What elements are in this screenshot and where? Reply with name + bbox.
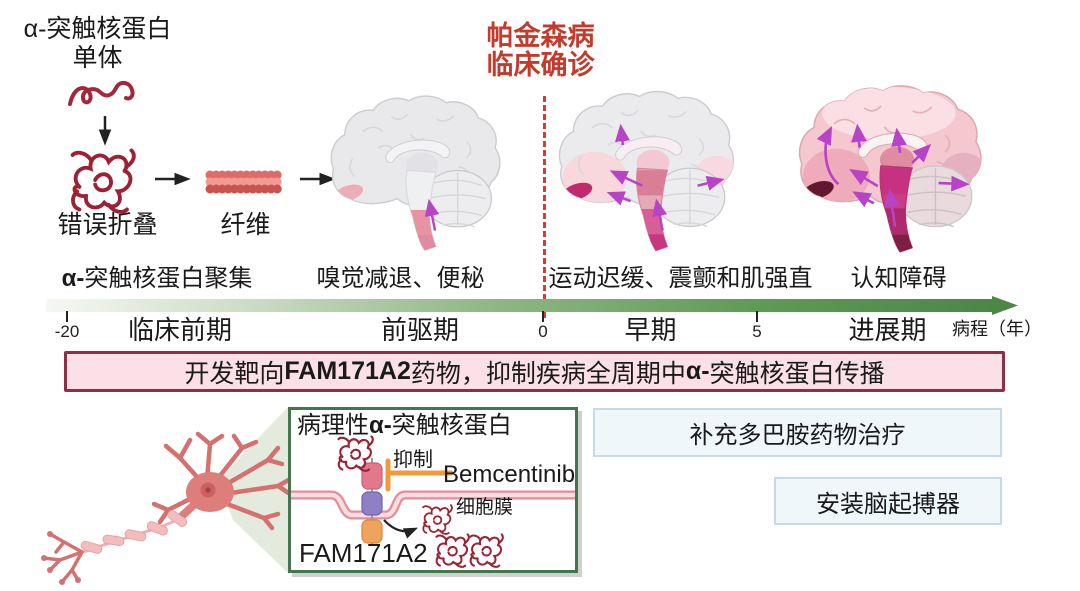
diagnosis-title-line1: 帕金森病 bbox=[486, 21, 595, 51]
tick-label-five: 5 bbox=[752, 322, 762, 341]
arrow-down-icon bbox=[98, 116, 112, 146]
tick-label-minus20: -20 bbox=[54, 322, 80, 341]
diagnosis-title: 帕金森病 临床确诊 bbox=[438, 22, 643, 80]
mechanism-inset-box: 病理性α-突触核蛋白 抑制 Bemcentinib 细胞膜 FAM171A2 bbox=[288, 407, 578, 573]
inhibit-label: 抑制 bbox=[393, 449, 433, 471]
spread-aggregate-icon bbox=[435, 533, 470, 568]
tick-label-zero: 0 bbox=[538, 322, 548, 341]
monomer-squiggle-icon bbox=[68, 81, 135, 106]
stage-prodromal: 前驱期 bbox=[380, 315, 459, 345]
treatment-dopamine-box: 补充多巴胺药物治疗 bbox=[593, 408, 1002, 457]
spread-arrows bbox=[424, 198, 440, 231]
neuron-illustration bbox=[41, 431, 295, 585]
tick-five bbox=[756, 311, 758, 322]
tick-zero bbox=[542, 311, 544, 322]
spread-arrows bbox=[606, 123, 725, 231]
release-arrow bbox=[383, 519, 419, 539]
brain-stage-advanced bbox=[786, 83, 1004, 265]
myelin-segments bbox=[80, 510, 188, 554]
drug-name: Bemcentinib bbox=[443, 461, 576, 488]
symptom-bold-prefix: α- bbox=[61, 265, 85, 292]
misfolded-label: 错误折叠 bbox=[57, 211, 158, 239]
timeline-arrow bbox=[46, 296, 1018, 315]
tick-minus20 bbox=[66, 311, 68, 322]
spread-aggregate-icon bbox=[422, 504, 453, 535]
fibril-label: 纤维 bbox=[220, 211, 271, 239]
membrane-label: 细胞膜 bbox=[456, 497, 514, 518]
brain-stage-early bbox=[554, 86, 748, 266]
misfolded-aggregate-icon bbox=[70, 148, 136, 214]
symptom-motor: 运动迟缓、震颤和肌强直 bbox=[548, 265, 813, 292]
receptor-ecto-domain bbox=[361, 462, 383, 490]
brain-stage-preclinical bbox=[326, 90, 514, 266]
diagnosis-dashed-line bbox=[543, 96, 546, 318]
axon-terminals bbox=[42, 532, 84, 584]
symptom-smell-constipation: 嗅觉减退、便秘 bbox=[316, 265, 485, 292]
monomer-label-line1: α-突触核蛋白 bbox=[23, 15, 172, 43]
treatment-dbs-box: 安装脑起搏器 bbox=[774, 477, 1002, 525]
diagnosis-title-line2: 临床确诊 bbox=[486, 50, 595, 80]
symptom-aggregation: α-突触核蛋白聚集 bbox=[61, 265, 253, 292]
spread-aggregate-icon bbox=[469, 533, 504, 568]
receptor-diagram bbox=[291, 435, 575, 568]
symptom-cognitive: 认知障碍 bbox=[850, 265, 947, 292]
arrow-right-icon bbox=[155, 172, 191, 186]
receptor-name: FAM171A2 bbox=[299, 538, 428, 568]
spread-arrows bbox=[816, 123, 970, 227]
cell-membrane bbox=[291, 490, 575, 520]
monomer-label-line2: 单体 bbox=[72, 44, 123, 72]
receptor-intra-domain bbox=[361, 519, 383, 544]
inset-title: 病理性α-突触核蛋白 bbox=[297, 412, 512, 439]
fibril-icon bbox=[205, 170, 287, 194]
axis-label: 病程（年） bbox=[952, 319, 1042, 339]
arrow-right-icon bbox=[300, 172, 336, 186]
stage-preclinical: 临床前期 bbox=[127, 315, 232, 345]
stage-advanced: 进展期 bbox=[848, 315, 927, 345]
receptor-tm-domain bbox=[361, 491, 383, 516]
inhibition-tbar bbox=[385, 458, 454, 492]
stage-early: 早期 bbox=[624, 315, 677, 345]
monomer-label: α-突触核蛋白 单体 bbox=[10, 15, 185, 73]
